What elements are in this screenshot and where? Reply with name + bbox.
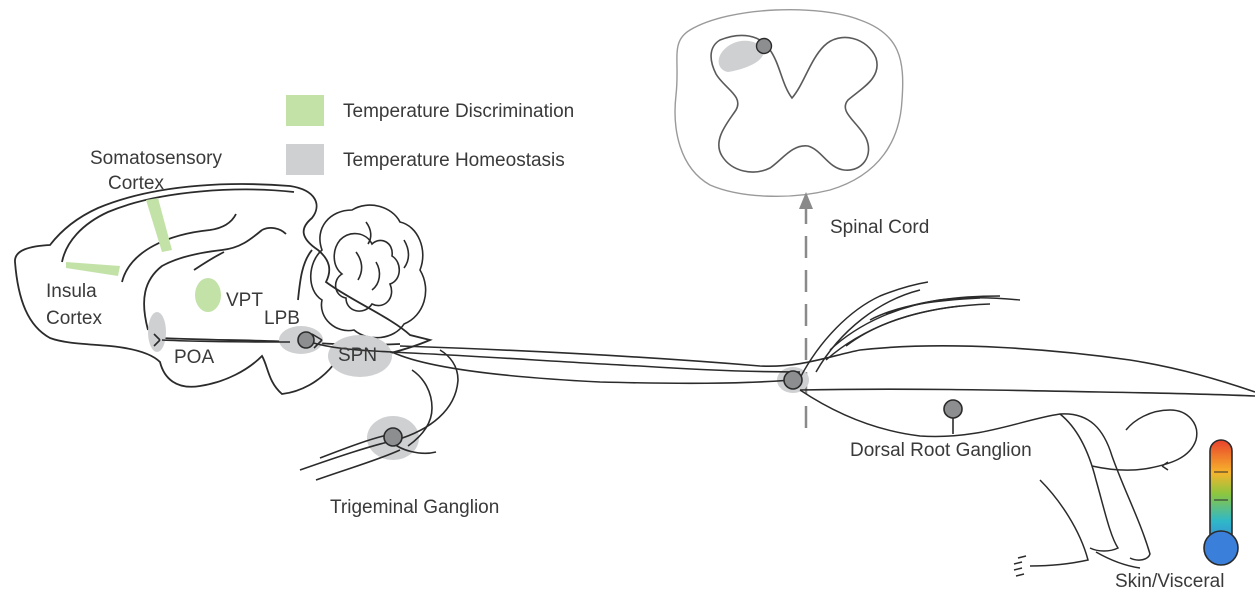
- spinal-cord-outer: [675, 10, 903, 197]
- spinal-nerve-neuron: [784, 371, 802, 389]
- label-vpt: VPT: [226, 289, 263, 312]
- legend-swatch-discrimination: [286, 95, 324, 126]
- spinal-cord-neuron: [757, 39, 772, 54]
- label-trigeminal-ganglion: Trigeminal Ganglion: [330, 496, 499, 519]
- label-insula-line2: Cortex: [46, 307, 102, 330]
- peripheral-branches: [800, 282, 1020, 378]
- legend-swatch-homeostasis: [286, 144, 324, 175]
- label-spn: SPN: [338, 344, 377, 367]
- label-somatosensory-line2: Cortex: [108, 172, 164, 195]
- legend-label-homeostasis: Temperature Homeostasis: [343, 149, 565, 172]
- label-poa: POA: [174, 346, 214, 369]
- lpb-neuron: [298, 332, 314, 348]
- cerebellum: [311, 205, 426, 338]
- insula-cortex-area: [66, 262, 120, 276]
- cortex-inner-line: [62, 189, 294, 262]
- thermometer-icon: [1204, 440, 1238, 565]
- legend-label-discrimination: Temperature Discrimination: [343, 100, 574, 123]
- label-insula-line1: Insula: [46, 280, 97, 303]
- corpus-callosum: [122, 214, 236, 282]
- label-dorsal-root-ganglion: Dorsal Root Ganglion: [850, 439, 1032, 462]
- spinal-cord-arrow: [799, 192, 813, 428]
- body-outline: [800, 390, 1197, 576]
- drg-neuron: [944, 400, 962, 418]
- homeostasis-regions: [148, 312, 809, 460]
- label-somatosensory-line1: Somatosensory: [90, 147, 222, 170]
- vpt-area: [195, 278, 221, 312]
- label-spinal-cord: Spinal Cord: [830, 216, 929, 239]
- label-lpb: LPB: [264, 307, 300, 330]
- poa-area: [148, 312, 166, 352]
- spinal-cord-section: [675, 10, 903, 197]
- trigeminal-neuron: [384, 428, 402, 446]
- label-skin-visceral: Skin/Visceral: [1115, 570, 1224, 593]
